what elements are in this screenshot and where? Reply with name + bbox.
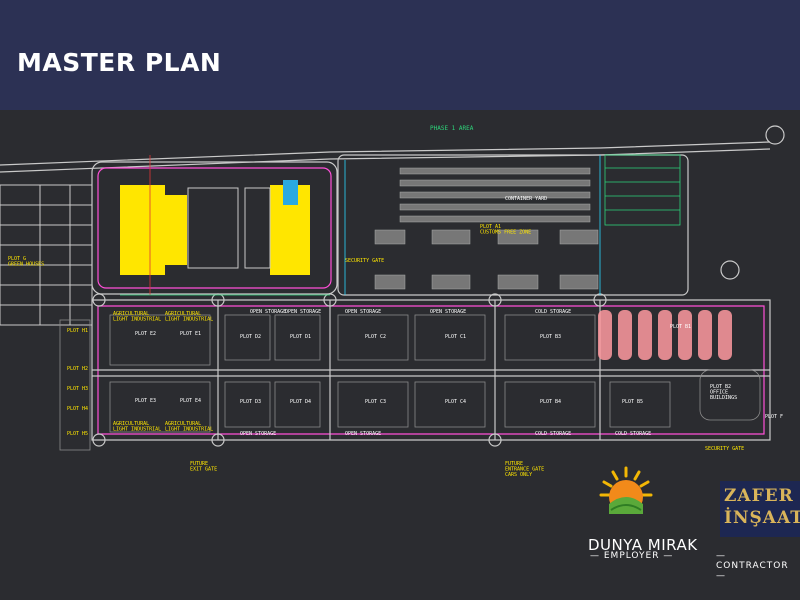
container-yard	[374, 167, 599, 290]
open-storage-label-2: OPEN STORAGE	[285, 309, 321, 315]
cold-storage-label-3: COLD STORAGE	[615, 431, 651, 437]
plot-e2-label: PLOT E2	[135, 331, 156, 337]
plot-b5-label: PLOT B5	[622, 399, 643, 405]
perimeter-road	[0, 141, 771, 441]
plot-h1-label: PLOT H1	[67, 328, 88, 334]
warehouse-blocks	[120, 180, 310, 275]
cold-storage-label-2: COLD STORAGE	[535, 431, 571, 437]
contractor-logo	[720, 481, 800, 537]
employer-logo	[597, 464, 655, 522]
open-storage-label-1: OPEN STORAGE	[250, 309, 286, 315]
security-gate-top-label: SECURITY GATE	[345, 258, 384, 264]
utility-lines	[120, 155, 601, 296]
contractor-name-line2: İNŞAAT	[724, 508, 800, 528]
plot-f-label: PLOT F	[765, 414, 783, 420]
plot-e4-label: PLOT E4	[180, 398, 201, 404]
header-bar: MASTER PLAN	[0, 0, 800, 110]
plot-c2-label: PLOT C2	[365, 334, 386, 340]
plot-c1-label: PLOT C1	[445, 334, 466, 340]
roundabouts	[92, 125, 785, 447]
page-title: MASTER PLAN	[17, 48, 222, 77]
plot-h2-label: PLOT H2	[67, 366, 88, 372]
storage-fingers	[598, 310, 732, 360]
plot-h4-label: PLOT H4	[67, 406, 88, 412]
contractor-name-line1: ZAFER	[724, 486, 794, 506]
sun-rays-icon	[599, 466, 653, 497]
employer-name: DUNYA MIRAK	[588, 536, 698, 554]
phase-label: PHASE 1 AREA	[430, 125, 474, 132]
plot-b1-label: PLOT B1	[670, 324, 691, 330]
open-storage-label-3: OPEN STORAGE	[345, 309, 381, 315]
plot-c3-label: PLOT C3	[365, 399, 386, 405]
open-storage-label-6: OPEN STORAGE	[345, 431, 381, 437]
plot-b4-label: PLOT B4	[540, 399, 561, 405]
green-house-grid	[0, 184, 93, 326]
open-storage-label-5: OPEN STORAGE	[240, 431, 276, 437]
plot-c4-label: PLOT C4	[445, 399, 466, 405]
parking-area	[604, 154, 681, 226]
plot-outlines	[59, 314, 761, 451]
plot-d3-label: PLOT D3	[240, 399, 261, 405]
plot-b3-label: PLOT B3	[540, 334, 561, 340]
plot-d2-label: PLOT D2	[240, 334, 261, 340]
container-yard-label: CONTAINER YARD	[505, 196, 547, 202]
cold-storage-label-1: COLD STORAGE	[535, 309, 571, 315]
plot-d4-label: PLOT D4	[290, 399, 311, 405]
security-gate-bottom-label: SECURITY GATE	[705, 446, 744, 452]
plot-h3-label: PLOT H3	[67, 386, 88, 392]
open-storage-label-4: OPEN STORAGE	[430, 309, 466, 315]
plot-d1-label: PLOT D1	[290, 334, 311, 340]
contractor-role: — CONTRACTOR —	[716, 551, 789, 581]
plot-h5-label: PLOT H5	[67, 431, 88, 437]
plot-e1-label: PLOT E1	[180, 331, 201, 337]
plot-e3-label: PLOT E3	[135, 398, 156, 404]
employer-role: — EMPLOYER —	[590, 551, 674, 561]
